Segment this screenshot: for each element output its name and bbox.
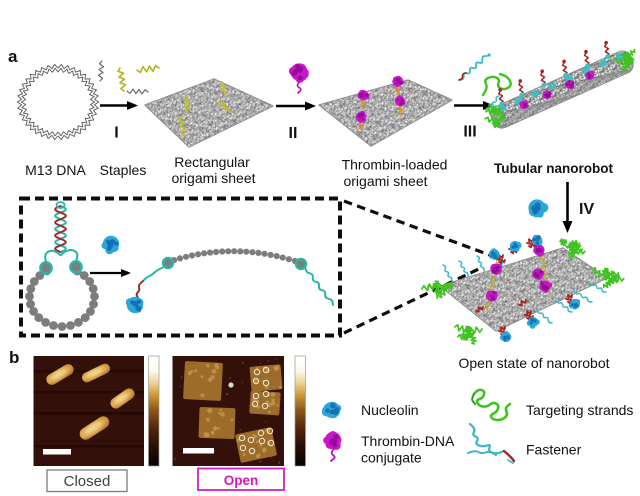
svg-text:I: I [114, 125, 118, 142]
svg-text:M13 DNA: M13 DNA [25, 162, 86, 178]
svg-text:Thrombin-DNA: Thrombin-DNA [361, 433, 455, 449]
svg-text:Rectangular: Rectangular [174, 154, 250, 170]
svg-text:Fastener: Fastener [526, 442, 582, 458]
svg-text:Tubular nanorobot: Tubular nanorobot [494, 161, 613, 176]
svg-text:IV: IV [579, 201, 594, 218]
svg-text:origami sheet: origami sheet [343, 173, 427, 189]
svg-text:II: II [289, 125, 298, 142]
svg-text:Closed: Closed [64, 473, 111, 490]
svg-text:Open state of nanorobot: Open state of nanorobot [459, 355, 610, 371]
svg-text:origami sheet: origami sheet [171, 170, 255, 186]
svg-text:Staples: Staples [100, 162, 147, 178]
svg-text:conjugate: conjugate [361, 450, 422, 466]
svg-text:Open: Open [224, 473, 259, 488]
svg-text:Thrombin-loaded: Thrombin-loaded [342, 157, 448, 173]
svg-text:Targeting strands: Targeting strands [526, 402, 633, 418]
svg-text:b: b [9, 348, 19, 367]
svg-text:Nucleolin: Nucleolin [361, 402, 419, 418]
svg-text:a: a [8, 47, 18, 66]
svg-text:III: III [463, 124, 476, 141]
